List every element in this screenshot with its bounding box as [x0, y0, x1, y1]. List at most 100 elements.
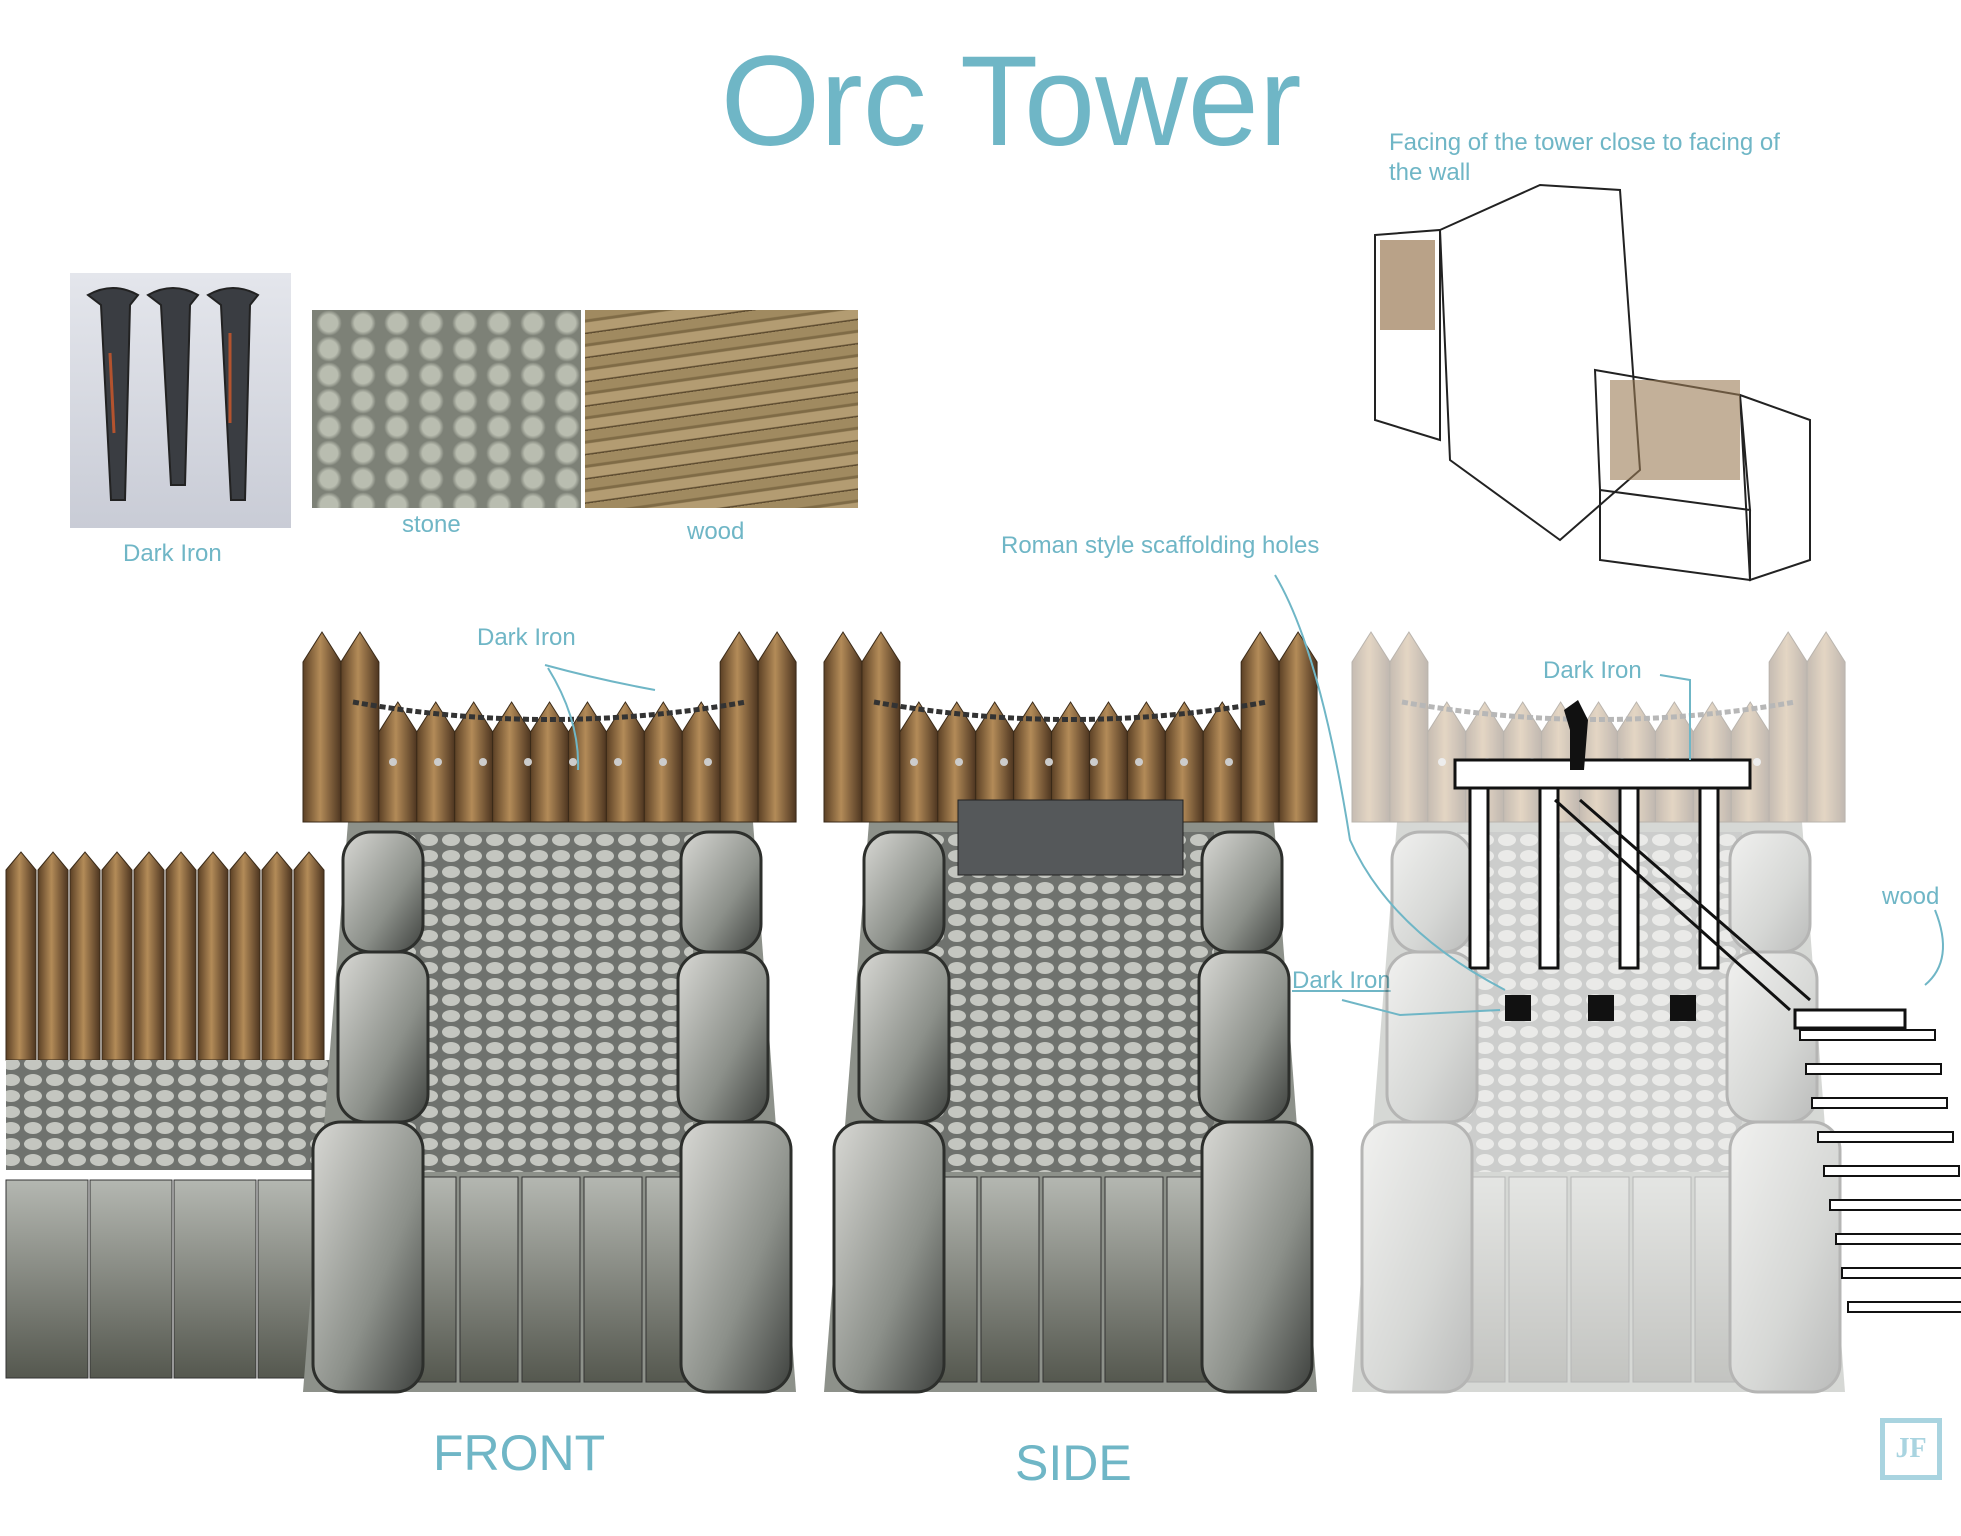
- label-scaffolding-holes: Roman style scaffolding holes: [1001, 532, 1320, 559]
- wall-log: [197, 851, 229, 1061]
- stair-step: [1799, 1029, 1936, 1041]
- stair-step: [1811, 1097, 1948, 1109]
- detail-tower: [1351, 631, 1846, 1394]
- stone-panel: [1104, 1176, 1164, 1383]
- iron-nail: [704, 758, 712, 766]
- iron-nail: [955, 758, 963, 766]
- stair-step: [1841, 1267, 1961, 1279]
- signature-text: JF: [1895, 1433, 1927, 1464]
- palisade-log: [1240, 631, 1280, 823]
- pillar-rock: [676, 950, 770, 1124]
- palisade-log: [823, 631, 863, 823]
- stone-panel: [1508, 1176, 1568, 1383]
- scaffold-post: [1538, 786, 1560, 970]
- arrow-dark-iron-side: [1341, 999, 1501, 1017]
- side-tower: [823, 631, 1318, 1394]
- palisade-log: [719, 631, 759, 823]
- palisade-log: [1768, 631, 1808, 823]
- side-iron-plate: [957, 799, 1184, 876]
- pillar-rock: [1390, 830, 1474, 954]
- label-stone: stone: [402, 511, 461, 538]
- palisade-log: [757, 631, 797, 823]
- label-detail-wood: wood: [1882, 883, 1940, 910]
- pillar-rock: [679, 830, 763, 954]
- pillar-rock: [1385, 950, 1479, 1124]
- iron-nail: [1753, 758, 1761, 766]
- pillar-rock: [1360, 1120, 1474, 1394]
- pillar-rock: [1200, 1120, 1314, 1394]
- stone-panel: [521, 1176, 581, 1383]
- wall-log: [5, 851, 37, 1061]
- scaffolding-hole: [1505, 995, 1531, 1021]
- iron-nail: [1045, 758, 1053, 766]
- stone-panel: [583, 1176, 643, 1383]
- pillar-rock: [336, 950, 430, 1124]
- palisade-log: [1389, 631, 1429, 823]
- scaffolding-hole: [1588, 995, 1614, 1021]
- scaffolding-overlay: [1453, 700, 1961, 1313]
- perspective-sketch: [1374, 183, 1811, 582]
- pillar-rock: [1728, 830, 1812, 954]
- label-front-view: FRONT: [433, 1425, 606, 1481]
- label-detail-dark-iron-top: Dark Iron: [1543, 657, 1642, 684]
- iron-nail: [1135, 758, 1143, 766]
- arrow-scaffolding: [1274, 574, 1506, 991]
- wall-log: [261, 851, 293, 1061]
- pillar-rock: [311, 1120, 425, 1394]
- stair-step: [1829, 1199, 1961, 1211]
- wall-log: [101, 851, 133, 1061]
- label-detail-dark-iron-side: Dark Iron: [1292, 967, 1391, 994]
- pillar-rock: [1197, 950, 1291, 1124]
- palisade-log: [302, 631, 342, 823]
- wall-cobble: [6, 1060, 346, 1170]
- wall-panel: [5, 1179, 89, 1379]
- scaffold-post: [1618, 786, 1640, 970]
- stone-panel: [1632, 1176, 1692, 1383]
- iron-nail: [1438, 758, 1446, 766]
- palisade-log: [1806, 631, 1846, 823]
- stair-step: [1823, 1165, 1960, 1177]
- label-dark-iron: Dark Iron: [123, 540, 222, 567]
- wall-log: [133, 851, 165, 1061]
- palisade-log: [378, 701, 418, 823]
- stair-step: [1805, 1063, 1942, 1075]
- palisade-log: [1278, 631, 1318, 823]
- label-front-dark-iron: Dark Iron: [477, 624, 576, 651]
- page-title: Orc Tower: [720, 30, 1302, 173]
- pillar-rock: [1728, 1120, 1842, 1394]
- dark-iron-swatch: [70, 273, 291, 528]
- iron-nail: [910, 758, 918, 766]
- stone-panel: [459, 1176, 519, 1383]
- pillar-rock: [1200, 830, 1284, 954]
- iron-nail: [1180, 758, 1188, 766]
- sketch-wood: [1380, 240, 1435, 330]
- label-side-view: SIDE: [1015, 1435, 1132, 1491]
- pillar-rock: [341, 830, 425, 954]
- iron-nail: [1225, 758, 1233, 766]
- label-wood: wood: [687, 518, 745, 545]
- pillar-rock: [862, 830, 946, 954]
- wall-log: [165, 851, 197, 1061]
- scaffold-post: [1698, 786, 1720, 970]
- scaffold-post: [1468, 786, 1490, 970]
- iron-nail: [1090, 758, 1098, 766]
- scaffold-ladder: [1554, 798, 1811, 1012]
- nails-icon: [86, 287, 260, 501]
- arrow-wood: [1924, 909, 1944, 986]
- stone-panel: [980, 1176, 1040, 1383]
- palisade-log: [340, 631, 380, 823]
- cobble-wall: [929, 832, 1214, 1172]
- iron-nail: [1000, 758, 1008, 766]
- stone-panel: [1570, 1176, 1630, 1383]
- wall-log: [37, 851, 69, 1061]
- arrow-dark-iron-top: [1659, 674, 1691, 760]
- scaffolding-hole: [1670, 995, 1696, 1021]
- iron-nail: [524, 758, 532, 766]
- stair-step: [1847, 1301, 1961, 1313]
- scaffold-platform: [1453, 758, 1752, 790]
- wall-log: [69, 851, 101, 1061]
- annotation-arrows: [544, 574, 1944, 1017]
- sketch-note: Facing of the tower close to facing of t…: [1389, 129, 1780, 186]
